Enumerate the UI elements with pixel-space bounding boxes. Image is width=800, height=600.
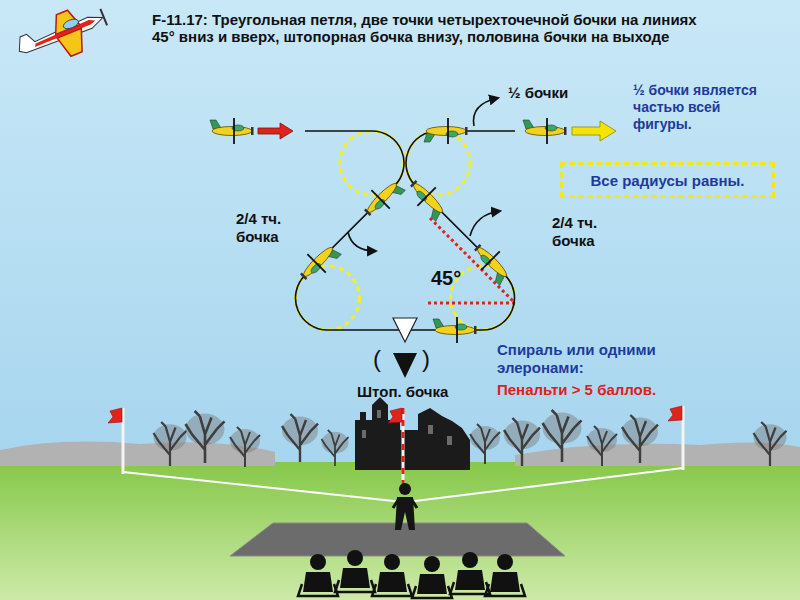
tree: [543, 410, 582, 462]
exit-arrow: [572, 121, 616, 141]
corner-plane-wing: [57, 28, 89, 58]
tree: [622, 415, 658, 463]
sky: [0, 0, 800, 470]
label-text: Пенальти > 5 баллов.: [497, 381, 656, 398]
plane: [523, 118, 567, 144]
spectator: [335, 550, 375, 592]
snap-roll-symbol: [393, 353, 417, 378]
spectator: [450, 552, 490, 594]
tree: [587, 426, 617, 466]
tree: [282, 414, 318, 462]
snap-roll-symbol: [393, 318, 417, 342]
label-text: 2/4 тч. бочка: [552, 214, 597, 249]
plane: [294, 237, 343, 286]
corner-plane-wing: [49, 8, 80, 34]
flag: [108, 408, 122, 423]
label-text: Спираль или одними элеронами:: [497, 341, 656, 376]
entry-arrow: [258, 123, 293, 139]
roll-label: 2/4 тч. бочка: [552, 214, 632, 250]
note-box: Все радиусы равны.: [560, 162, 775, 198]
tree: [504, 418, 540, 466]
spectator: [372, 554, 412, 596]
plane: [210, 118, 254, 144]
ground: [0, 462, 800, 600]
bracket: (: [373, 344, 381, 373]
label-text: 2/4 тч. бочка: [236, 210, 281, 245]
spectator: [485, 554, 525, 596]
flag: [668, 406, 682, 421]
penalty-text: Пенальти > 5 баллов.: [497, 381, 656, 399]
roll-label: ½ бочки: [508, 84, 568, 102]
figure-label: Штоп. бочка: [357, 383, 448, 401]
angle-line: [428, 302, 515, 305]
plane: [358, 173, 407, 222]
tree: [754, 422, 787, 466]
roll-label: 2/4 тч. бочка: [236, 210, 316, 246]
spectator: [412, 556, 452, 598]
tree: [470, 424, 500, 464]
pilot-arms: [393, 500, 417, 508]
plane: [404, 174, 453, 223]
note-text: ½ бочки является частью всей фигуры.: [633, 82, 783, 133]
corner-plane-canopy: [62, 17, 80, 30]
plane: [424, 118, 468, 144]
sight-line: [407, 468, 683, 502]
label-text: 45°: [431, 267, 461, 289]
pilot-head: [399, 483, 411, 495]
roll-arrow: [348, 232, 376, 251]
plane: [433, 317, 477, 343]
label-text: ½ бочки: [508, 84, 568, 101]
roll-arrow: [470, 211, 500, 236]
plane: [468, 238, 517, 287]
corner-plane: [12, 0, 113, 73]
spectator: [298, 554, 338, 596]
corner-plane-propeller: [100, 9, 107, 26]
bracket: ): [422, 344, 430, 373]
castle-window: [377, 410, 381, 418]
roll-arrow: [474, 98, 499, 126]
angle-label: 45°: [431, 266, 461, 290]
label-text: Штоп. бочка: [357, 383, 448, 400]
tree: [186, 411, 225, 463]
note-text: Спираль или одними элеронами:: [497, 341, 687, 377]
tree: [230, 427, 260, 467]
label-text: (: [373, 345, 381, 372]
flag: [388, 408, 402, 423]
note-text: Все радиусы равны.: [591, 172, 745, 189]
castle-window: [447, 436, 452, 445]
castle-window: [362, 430, 366, 438]
flight-path: [295, 131, 515, 330]
label-text: ): [422, 345, 430, 372]
corner-plane-body: [14, 5, 105, 56]
sight-line: [123, 472, 403, 502]
tree: [322, 430, 349, 466]
castle: [355, 397, 470, 470]
label-text: ½ бочки является частью всей фигуры.: [633, 82, 757, 132]
figure-title: F-11.17: Треугольная петля, две точки че…: [152, 11, 700, 45]
castle-window: [428, 425, 433, 434]
hill: [515, 442, 800, 466]
tree: [154, 422, 187, 466]
